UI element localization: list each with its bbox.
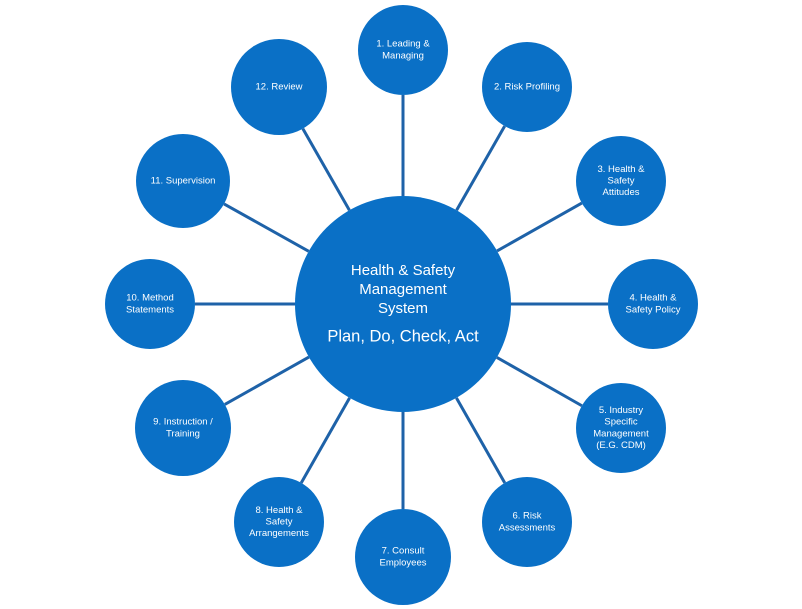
- node-label-leading-managing-line-2: Managing: [382, 50, 424, 61]
- node-leading-managing: 1. Leading &Managing: [358, 5, 448, 95]
- node-label-instruction-training-line-2: Training: [166, 428, 200, 439]
- node-label-consult-employees-line-2: Employees: [380, 557, 427, 568]
- node-label-supervision-line-1: 11. Supervision: [151, 176, 216, 187]
- node-label-health-safety-arrangements-line-2: Safety: [266, 517, 293, 528]
- node-circle-instruction-training: [135, 380, 231, 476]
- node-circle-risk-profiling: [482, 42, 572, 132]
- node-label-industry-specific-management-line-4: (E.G. CDM): [596, 440, 646, 451]
- center-title-line-1: Health & Safety: [351, 262, 456, 279]
- center-title-line-2: Management: [359, 281, 447, 298]
- spoke-health-safety-attitudes: [496, 201, 583, 253]
- node-label-industry-specific-management-line-3: Management: [593, 428, 649, 439]
- node-circle-industry-specific-management: [576, 383, 666, 473]
- node-risk-profiling: 2. Risk Profiling: [482, 42, 572, 132]
- node-circle-supervision: [136, 134, 230, 228]
- node-label-review-line-1: 12. Review: [256, 82, 303, 93]
- node-label-health-safety-policy-line-2: Safety Policy: [626, 304, 681, 315]
- node-circle-health-safety-attitudes: [576, 136, 666, 226]
- node-label-risk-profiling-line-1: 2. Risk Profiling: [494, 82, 560, 93]
- node-label-risk-assessments-line-1: 6. Risk: [512, 511, 541, 522]
- node-label-method-statements-line-2: Statements: [126, 304, 174, 315]
- spoke-instruction-training: [224, 355, 310, 406]
- node-circle-method-statements: [105, 259, 195, 349]
- center-hub: Health & Safety Management System Plan, …: [295, 196, 511, 412]
- node-label-instruction-training-line-1: 9. Instruction /: [153, 417, 213, 428]
- node-supervision: 11. Supervision: [136, 134, 230, 228]
- node-review: 12. Review: [231, 39, 327, 135]
- node-circle-health-safety-arrangements: [234, 477, 324, 567]
- node-label-health-safety-attitudes-line-2: Safety: [608, 176, 635, 187]
- node-circle-consult-employees: [355, 509, 451, 605]
- spoke-supervision: [223, 202, 310, 253]
- spoke-industry-specific-management: [496, 356, 583, 408]
- node-circle-risk-assessments: [482, 477, 572, 567]
- center-title-line-3: System: [378, 300, 428, 317]
- spokes-group: [195, 95, 608, 509]
- node-label-health-safety-attitudes-line-1: 3. Health &: [598, 164, 646, 175]
- node-instruction-training: 9. Instruction /Training: [135, 380, 231, 476]
- spoke-health-safety-arrangements: [299, 397, 351, 484]
- spoke-risk-assessments: [455, 397, 507, 484]
- node-label-consult-employees-line-1: 7. Consult: [382, 546, 425, 557]
- node-circle-health-safety-policy: [608, 259, 698, 349]
- outer-nodes-group: 1. Leading &Managing 2. Risk Profiling 3. …: [105, 5, 698, 605]
- node-label-health-safety-arrangements-line-1: 8. Health &: [256, 505, 304, 516]
- node-label-health-safety-policy-line-1: 4. Health &: [630, 293, 678, 304]
- spoke-risk-profiling: [455, 125, 506, 211]
- node-label-industry-specific-management-line-2: Specific: [604, 417, 638, 428]
- node-label-industry-specific-management-line-1: 5. Industry: [599, 405, 644, 416]
- node-label-health-safety-arrangements-line-3: Arrangements: [249, 528, 309, 539]
- node-label-method-statements-line-1: 10. Method: [126, 293, 174, 304]
- node-circle-review: [231, 39, 327, 135]
- node-label-risk-assessments-line-2: Assessments: [499, 522, 556, 533]
- node-label-health-safety-attitudes-line-3: Attitudes: [603, 187, 640, 198]
- center-cycle-text: Plan, Do, Check, Act: [327, 327, 479, 345]
- node-label-leading-managing-line-1: 1. Leading &: [376, 39, 430, 50]
- node-circle-leading-managing: [358, 5, 448, 95]
- center-circle: [295, 196, 511, 412]
- spoke-review: [301, 127, 351, 211]
- node-health-safety-policy: 4. Health &Safety Policy: [608, 259, 698, 349]
